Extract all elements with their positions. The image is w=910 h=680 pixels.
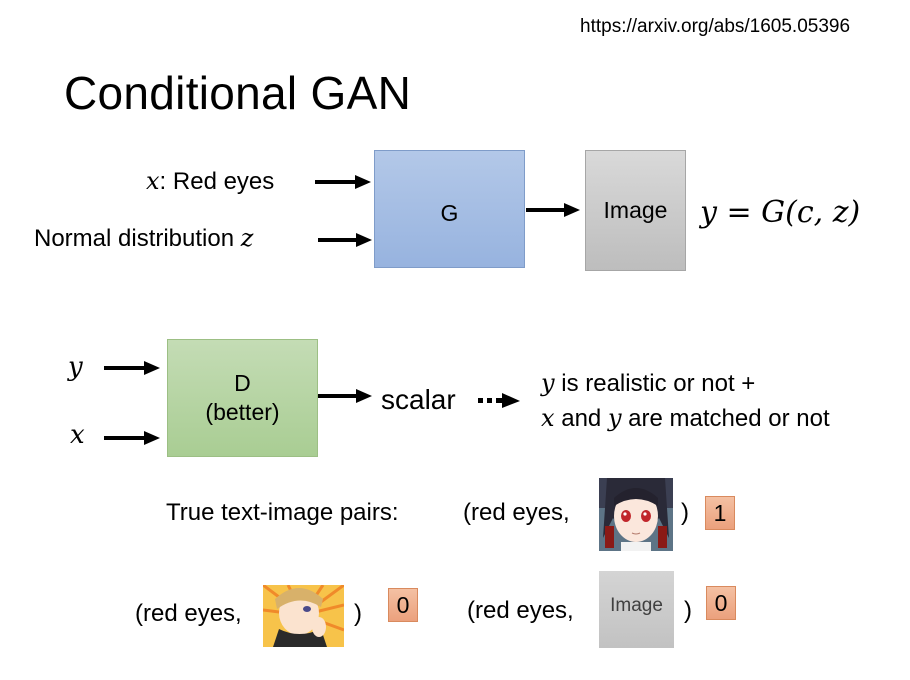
discriminator-label: D — [234, 370, 251, 397]
var-x: x — [541, 404, 555, 432]
meaning-line-2: x and y are matched or not — [541, 404, 830, 433]
pair1-suffix: ) — [681, 499, 689, 526]
anime-boy-image — [263, 585, 344, 647]
meaning-line-2-mid: and — [554, 405, 608, 432]
source-url[interactable]: https://arxiv.org/abs/1605.05396 — [580, 16, 851, 37]
pair2-prefix: (red eyes, — [135, 600, 242, 627]
arrow-z-to-g — [318, 233, 372, 247]
generator-input-x-label: x: Red eyes — [146, 167, 274, 196]
arrow-x-to-g — [315, 175, 371, 189]
pair3-score: 0 — [706, 586, 736, 620]
var-y: y — [541, 369, 555, 397]
image-label: Image — [603, 197, 668, 224]
pair3-prefix: (red eyes, — [467, 597, 574, 624]
pair2-score: 0 — [388, 588, 418, 622]
pair2-suffix: ) — [354, 600, 362, 627]
generator-input-z-label: Normal distribution z — [34, 224, 253, 253]
meaning-line-2-end: are matched or not — [621, 405, 830, 432]
arrow-x-to-d — [104, 431, 160, 445]
arrow-g-to-image — [526, 203, 580, 217]
generated-image-box: Image — [585, 150, 686, 271]
generator-equation: y = G(c, z) — [700, 195, 861, 230]
dotted-arrow-scalar-to-meaning — [478, 393, 520, 408]
arrow-d-to-scalar — [318, 389, 372, 403]
anime-girl-image — [599, 478, 673, 551]
pair1-prefix: (red eyes, — [463, 499, 570, 526]
generator-label: G — [440, 200, 459, 226]
placeholder-image-label: Image — [610, 595, 663, 616]
var-z: z — [240, 224, 254, 252]
input-x-text: : Red eyes — [159, 168, 275, 195]
pair3-suffix: ) — [684, 597, 692, 624]
generator-box: G — [374, 150, 525, 268]
var-x: x — [146, 167, 160, 195]
input-z-text: Normal distribution — [34, 225, 241, 252]
true-pairs-label: True text-image pairs: — [166, 499, 399, 526]
discriminator-sublabel: (better) — [205, 399, 280, 425]
disc-input-y: y — [68, 352, 83, 382]
meaning-line-1: y is realistic or not + — [541, 369, 755, 398]
slide-title: Conditional GAN — [64, 67, 412, 119]
placeholder-image-box: Image — [599, 571, 674, 648]
scalar-label: scalar — [381, 384, 456, 415]
pair1-score: 1 — [705, 496, 735, 530]
var-y: y — [607, 404, 622, 432]
meaning-line-1-text: is realistic or not + — [554, 370, 756, 397]
arrow-y-to-d — [104, 361, 160, 375]
disc-input-x: x — [70, 420, 85, 450]
discriminator-box: D (better) — [167, 339, 318, 457]
